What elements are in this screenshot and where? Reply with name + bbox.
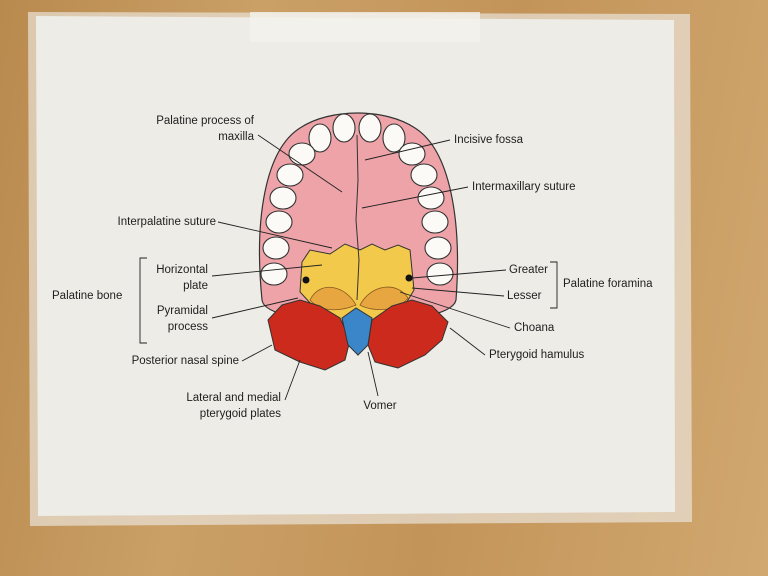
tooth [424, 236, 452, 260]
label-line: process [167, 321, 208, 333]
label-line: plate [183, 280, 208, 292]
label-vomer: Vomer [363, 400, 397, 412]
label-line: Pyramidal [156, 305, 208, 317]
tooth [308, 123, 332, 153]
palatine-foramina-bracket [550, 261, 558, 309]
label-greater: Greater [509, 264, 548, 276]
tooth [382, 123, 406, 153]
label-line: pterygoid plates [199, 408, 281, 420]
tooth [417, 186, 445, 210]
palate-diagram [258, 112, 459, 371]
label-posterior-nasal-spine: Posterior nasal spine [131, 355, 239, 367]
label-palatine-process: Palatine process of maxilla [120, 113, 254, 145]
choana-right [359, 286, 409, 310]
label-pterygoid-hamulus: Pterygoid hamulus [489, 349, 585, 361]
greater-foramen-left [302, 276, 310, 284]
label-choana: Choana [514, 322, 555, 334]
tooth [358, 113, 382, 143]
greater-foramen-right [405, 274, 413, 282]
intermaxillary-suture-line [355, 134, 360, 301]
tooth [332, 113, 356, 143]
tooth [276, 163, 304, 187]
label-pterygoid-plates: Lateral and medial pterygoid plates [160, 390, 281, 422]
tooth [262, 236, 290, 260]
label-palatine-bone: Palatine bone [52, 290, 123, 302]
teeth [260, 113, 454, 286]
tooth [398, 142, 426, 166]
tooth [426, 262, 454, 286]
tape [250, 12, 480, 42]
leader-lines [139, 134, 558, 401]
label-line: Horizontal [156, 264, 208, 276]
tooth [265, 210, 293, 234]
label-palatine-foramina: Palatine foramina [563, 278, 653, 290]
tooth [260, 262, 288, 286]
label-pyramidal-process: Pyramidal process [130, 303, 208, 335]
vomer-bone [341, 307, 373, 356]
label-horizontal-plate: Horizontal plate [130, 262, 208, 294]
tooth [421, 210, 449, 234]
label-intermaxillary-suture: Intermaxillary suture [472, 181, 576, 193]
tooth [410, 163, 438, 187]
label-line: Lateral and medial [186, 392, 281, 404]
palatine-bone-bracket [139, 257, 147, 344]
label-lesser: Lesser [507, 290, 542, 302]
tooth [269, 186, 297, 210]
label-interpalatine-suture: Interpalatine suture [117, 216, 216, 228]
tooth [288, 142, 316, 166]
label-line: Palatine process of [156, 115, 254, 127]
label-incisive-fossa: Incisive fossa [454, 134, 524, 146]
label-line: maxilla [218, 131, 254, 143]
